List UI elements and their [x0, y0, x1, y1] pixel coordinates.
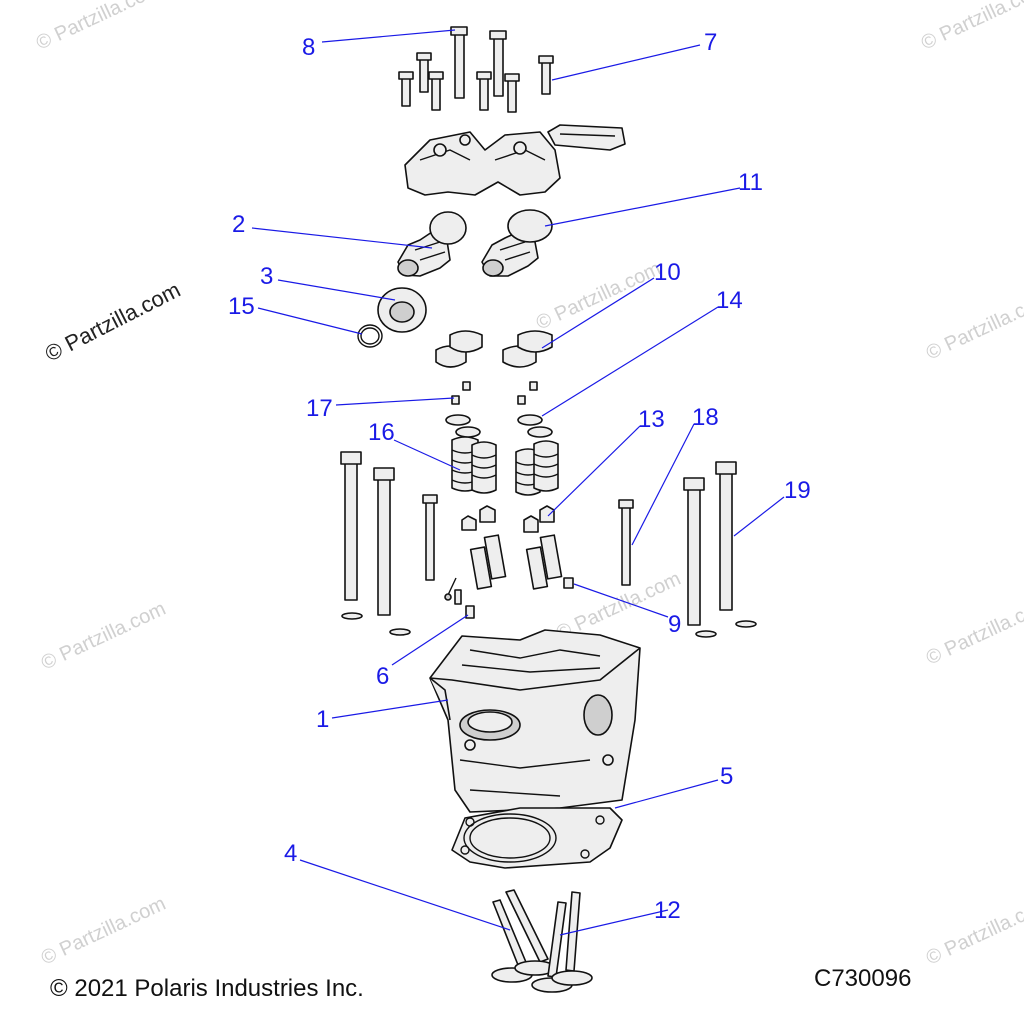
- camshafts: [397, 209, 553, 277]
- cylinder-head: [429, 629, 641, 813]
- callout-labels: 8 7 11 2 3 15 10 14 17 16 13 18 19 9 6 1…: [228, 29, 811, 924]
- camshaft-cap-bolts: [398, 26, 554, 113]
- callout-7: 7: [704, 29, 717, 56]
- callout-10: 10: [654, 259, 681, 286]
- callout-5: 5: [720, 763, 733, 790]
- valve-seals: [461, 505, 555, 533]
- footer: © 2021 Polaris Industries Inc. C730096: [50, 965, 911, 1002]
- leader-lines: [251, 29, 785, 936]
- valve-keepers-retainers: [445, 381, 553, 438]
- watermark: © Partzilla.com: [533, 258, 664, 335]
- sprocket-and-clip: [357, 287, 427, 348]
- callout-16: 16: [368, 419, 395, 446]
- dowels: [444, 577, 574, 619]
- watermark: © Partzilla.com: [923, 288, 1024, 365]
- diagram-code: C730096: [814, 965, 911, 992]
- valve-guides: [469, 534, 563, 590]
- callout-3: 3: [260, 263, 273, 290]
- valve-buckets: [435, 330, 553, 368]
- callout-8: 8: [302, 34, 315, 61]
- valves: [491, 889, 593, 993]
- copyright-text: © 2021 Polaris Industries Inc.: [50, 975, 364, 1002]
- valve-springs: [451, 436, 559, 496]
- callout-17: 17: [306, 395, 333, 422]
- callout-19: 19: [784, 477, 811, 504]
- parts-layer: [340, 26, 757, 993]
- callout-9: 9: [668, 611, 681, 638]
- callout-15: 15: [228, 293, 255, 320]
- callout-11: 11: [738, 169, 763, 196]
- head-bolts-left: [340, 451, 438, 636]
- callout-4: 4: [284, 840, 297, 867]
- callout-14: 14: [716, 287, 743, 314]
- camshaft-carrier: [404, 124, 626, 196]
- watermark: © Partzilla.com: [33, 0, 164, 55]
- watermark: © Partzilla.com: [38, 893, 169, 970]
- head-gasket: [451, 807, 623, 869]
- watermark-main: © Partzilla.com: [41, 277, 184, 367]
- watermark: © Partzilla.com: [38, 598, 169, 675]
- watermark: © Partzilla.com: [923, 593, 1024, 670]
- callout-6: 6: [376, 663, 389, 690]
- callout-18: 18: [692, 404, 719, 431]
- watermark: © Partzilla.com: [918, 0, 1024, 55]
- callout-1: 1: [316, 706, 329, 733]
- watermark: © Partzilla.com: [923, 893, 1024, 970]
- callout-2: 2: [232, 211, 245, 238]
- callout-13: 13: [638, 406, 665, 433]
- callout-12: 12: [654, 897, 681, 924]
- head-bolts-right: [618, 461, 757, 638]
